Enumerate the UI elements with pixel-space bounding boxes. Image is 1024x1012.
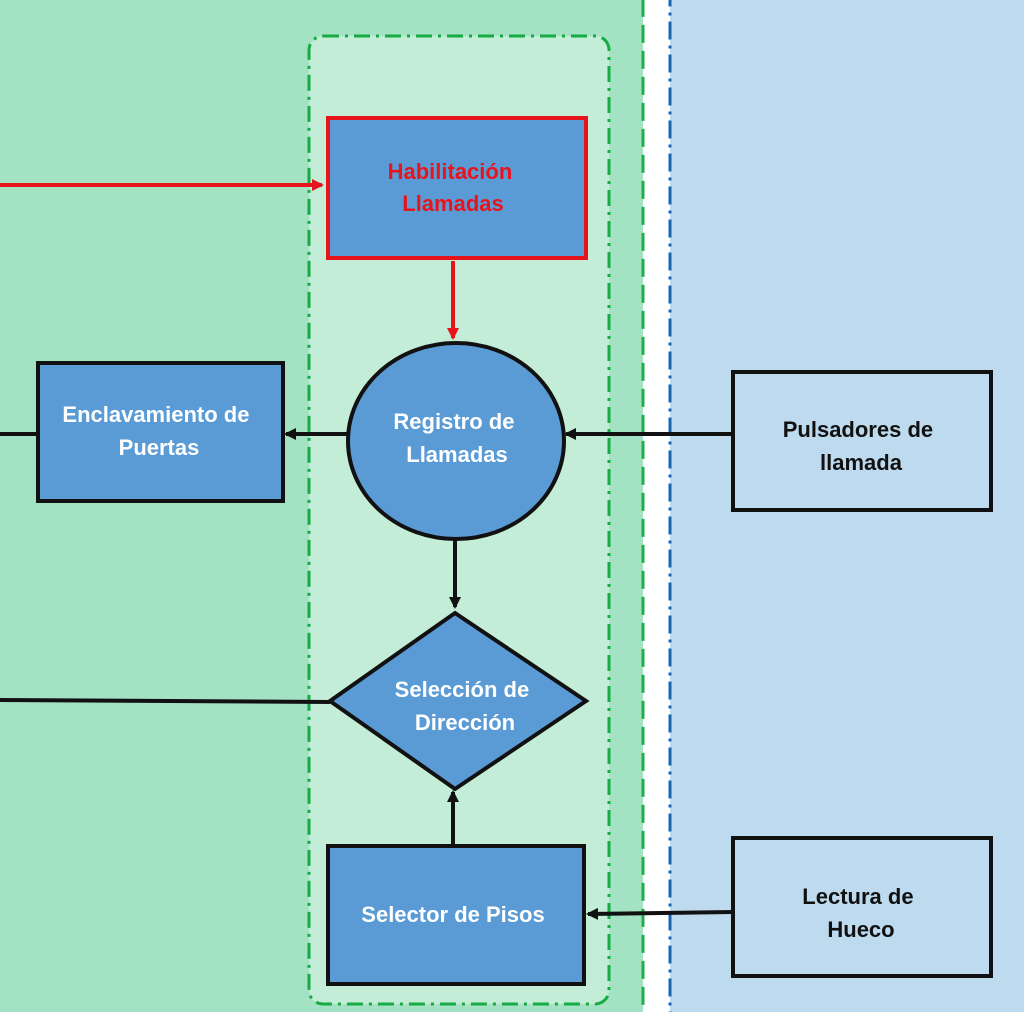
pulsadores-label-line2: llamada: [820, 450, 903, 475]
pulsadores-llamada-node[interactable]: Pulsadores de llamada: [731, 370, 993, 512]
enclavamiento-label-line2: Puertas: [119, 435, 200, 460]
edge-lectura-to-selector: [586, 907, 734, 920]
svg-text:Enclavamiento de Puertas: Enclavamiento de Puertas: [62, 402, 255, 460]
svg-text:Pulsadores de llamada: Pulsadores de llamada: [783, 417, 940, 475]
seleccion-label-line1: Selección de: [395, 677, 530, 702]
lectura-label-line1: Lectura de: [802, 884, 913, 909]
habilitacion-llamadas-node[interactable]: Habilitación Llamadas: [326, 116, 588, 260]
svg-text:Habilitación Llamadas: Habilitación Llamadas: [388, 159, 519, 216]
edge-seleccion-to-external: [0, 698, 331, 704]
pulsadores-label-line1: Pulsadores de: [783, 417, 933, 442]
registro-label-line2: Llamadas: [406, 442, 508, 467]
seleccion-label-line2: Dirección: [415, 710, 515, 735]
enclavamiento-label-line1: Enclavamiento de: [62, 402, 249, 427]
selector-pisos-node[interactable]: Selector de Pisos: [326, 844, 586, 986]
registro-llamadas-node[interactable]: Registro de Llamadas: [346, 341, 566, 541]
lectura-label-line2: Hueco: [827, 917, 894, 942]
enclavamiento-puertas-node[interactable]: Enclavamiento de Puertas: [36, 361, 285, 503]
svg-text:Selección de Dirección: Selección de Dirección: [395, 677, 536, 735]
selector-label: Selector de Pisos: [361, 902, 544, 927]
svg-text:Selector de Pisos: Selector de Pisos: [361, 902, 544, 927]
habilitacion-label-line2: Llamadas: [402, 191, 504, 216]
seleccion-direccion-node[interactable]: Selección de Dirección: [326, 610, 590, 792]
svg-text:Registro de Llamadas: Registro de Llamadas: [393, 409, 520, 467]
habilitacion-label-line1: Habilitación: [388, 159, 513, 184]
lectura-hueco-node[interactable]: Lectura de Hueco: [731, 836, 993, 978]
svg-text:Lectura de Hueco: Lectura de Hueco: [802, 884, 919, 942]
registro-label-line1: Registro de: [393, 409, 514, 434]
